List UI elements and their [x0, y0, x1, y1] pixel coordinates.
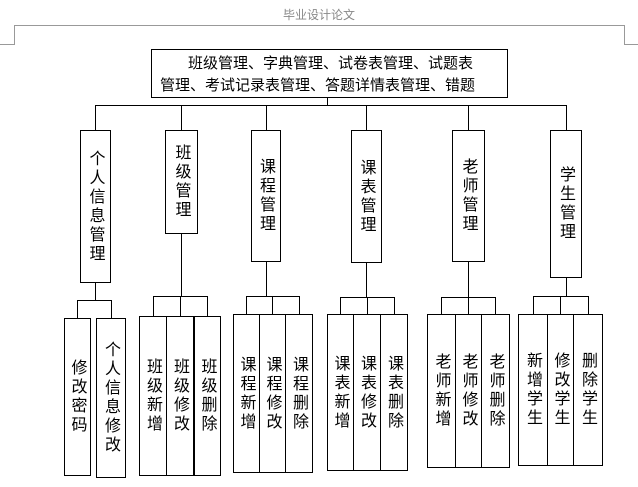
module-connector	[95, 105, 96, 130]
root-node: 班级管理、字典管理、试卷表管理、试题表 管理、考试记录表管理、答题详情表管理、错…	[151, 49, 508, 98]
child-bus	[533, 296, 589, 297]
function-3-1-label: 课程新增	[237, 355, 257, 432]
child-connector	[246, 296, 247, 314]
module-stem	[468, 262, 469, 297]
function-6-2-label: 修改学生	[551, 352, 571, 428]
function-5-3-label: 老师删除	[486, 353, 506, 429]
module-stem	[95, 283, 96, 300]
function-1-2: 个人信息修改	[96, 318, 126, 478]
module-2: 班级管理	[165, 130, 198, 234]
child-connector	[153, 296, 154, 316]
function-6-3-label: 删除学生	[579, 352, 598, 428]
module-connector	[181, 105, 182, 130]
header-rule	[14, 25, 625, 26]
module-connector	[468, 105, 469, 130]
function-4-2: 课表修改	[353, 314, 381, 471]
child-bus	[246, 296, 300, 297]
function-2-1: 班级新增	[139, 316, 167, 476]
module-stem	[266, 262, 267, 296]
function-2-2-label: 班级修改	[171, 358, 190, 434]
module-3: 课程管理	[251, 130, 281, 262]
child-connector	[367, 297, 368, 314]
function-1-1: 修改密码	[64, 318, 91, 476]
child-connector	[560, 296, 561, 314]
module-2-label: 班级管理	[172, 144, 192, 220]
function-3-1: 课程新增	[233, 314, 260, 473]
module-connector	[266, 105, 267, 130]
margin-mark-left	[0, 44, 14, 45]
module-6-label: 学生管理	[557, 166, 576, 242]
root-connector	[327, 98, 328, 106]
function-5-3: 老师删除	[481, 314, 510, 468]
module-1-label: 个人信息管理	[86, 149, 106, 264]
module-5: 老师管理	[452, 130, 485, 262]
module-1: 个人信息管理	[80, 130, 111, 283]
child-connector	[272, 296, 273, 314]
header-corner-right	[624, 25, 625, 45]
function-2-3: 班级删除	[194, 316, 221, 476]
child-connector	[207, 296, 208, 316]
child-connector	[533, 296, 534, 314]
margin-mark-right	[624, 44, 638, 45]
function-4-3-label: 课表删除	[385, 354, 404, 431]
module-stem	[366, 263, 367, 297]
child-connector	[468, 297, 469, 314]
function-6-1: 新增学生	[518, 314, 548, 466]
function-1-2-label: 个人信息修改	[102, 341, 121, 455]
function-5-2-label: 老师修改	[459, 353, 479, 429]
header-corner-left	[14, 25, 15, 45]
function-5-2: 老师修改	[455, 314, 482, 468]
child-connector	[340, 297, 341, 314]
child-bus	[77, 300, 112, 301]
child-connector	[495, 297, 496, 314]
function-4-3: 课表删除	[380, 314, 408, 471]
module-4: 课表管理	[351, 130, 382, 263]
module-4-label: 课表管理	[357, 158, 377, 235]
function-2-2: 班级修改	[166, 316, 194, 476]
function-3-3-label: 课程删除	[290, 355, 309, 432]
function-6-1-label: 新增学生	[524, 352, 543, 428]
function-6-2: 修改学生	[547, 314, 574, 466]
root-line-2: 管理、考试记录表管理、答题详情表管理、错题	[160, 76, 476, 94]
root-line-1: 班级管理、字典管理、试卷表管理、试题表	[188, 54, 474, 72]
child-connector	[77, 300, 78, 318]
function-5-1-label: 老师新增	[432, 353, 452, 429]
module-connector	[366, 105, 367, 130]
function-3-2-label: 课程修改	[263, 355, 283, 432]
function-4-2-label: 课表修改	[358, 354, 377, 431]
module-connector	[566, 105, 567, 130]
function-4-1-label: 课表新增	[331, 354, 351, 431]
child-connector	[180, 296, 181, 316]
child-connector	[299, 296, 300, 314]
page-header-title: 毕业设计论文	[282, 8, 355, 22]
child-connector	[111, 300, 112, 318]
module-stem	[181, 234, 182, 296]
bus-line	[95, 105, 567, 106]
function-5-1: 老师新增	[427, 314, 456, 468]
function-2-1-label: 班级新增	[144, 358, 163, 434]
function-3-3: 课程删除	[285, 314, 313, 473]
module-3-label: 课程管理	[257, 158, 276, 234]
child-connector	[394, 297, 395, 314]
module-stem	[566, 278, 567, 296]
function-2-3-label: 班级删除	[198, 358, 218, 434]
module-6: 学生管理	[550, 130, 582, 278]
child-connector	[441, 297, 442, 314]
function-6-3: 删除学生	[573, 314, 603, 466]
function-1-1-label: 修改密码	[68, 359, 88, 435]
function-4-1: 课表新增	[327, 314, 354, 471]
function-3-2: 课程修改	[259, 314, 286, 473]
child-connector	[588, 296, 589, 314]
module-5-label: 老师管理	[459, 158, 479, 234]
